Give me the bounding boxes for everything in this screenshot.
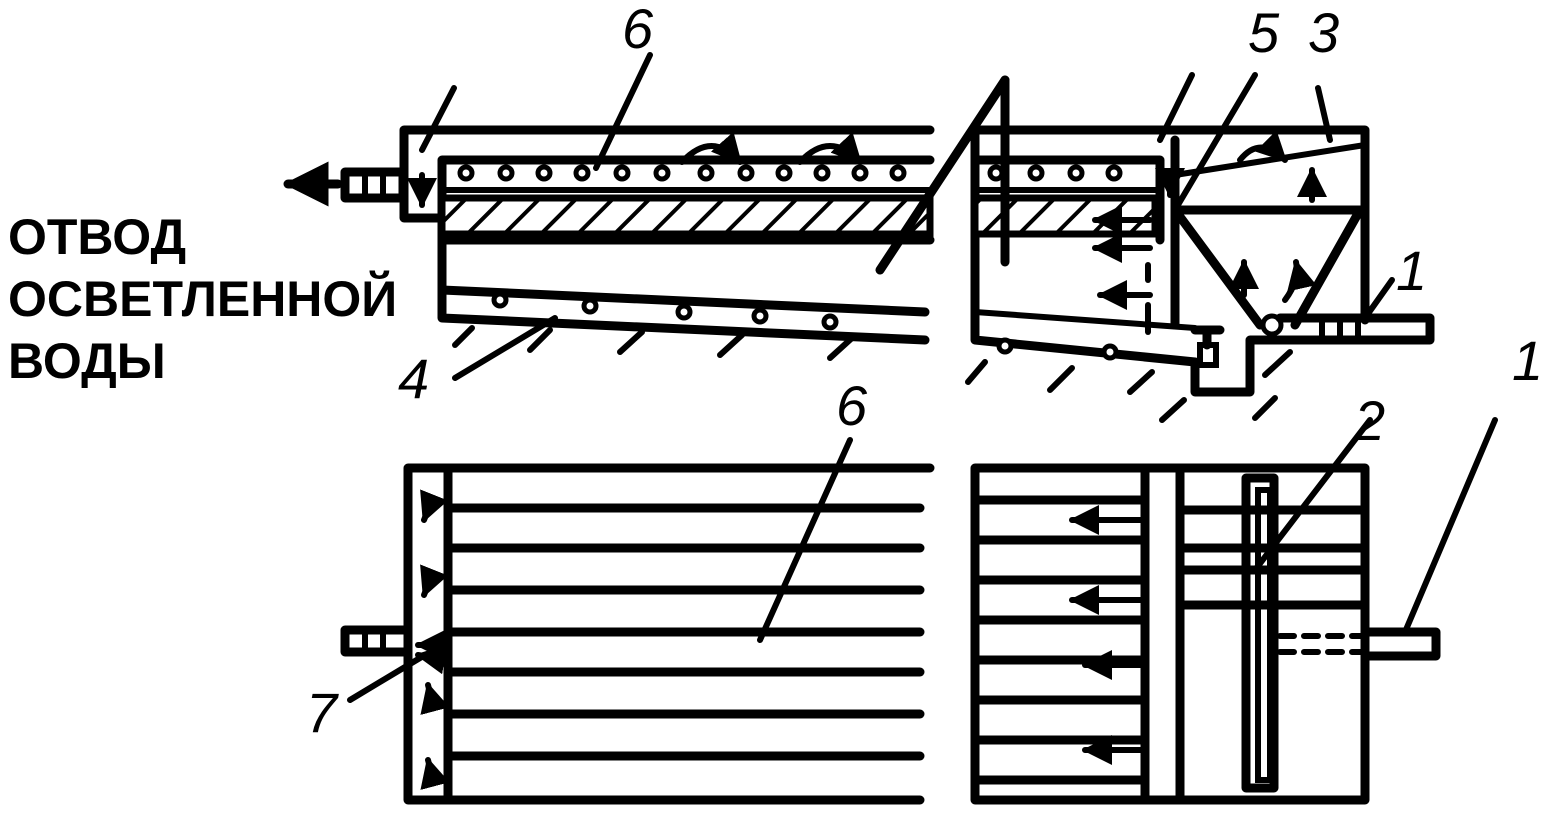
plan-right-frame: [970, 463, 1370, 805]
distribution-pipe: [1241, 473, 1279, 793]
sludge-pit: [1190, 335, 1285, 397]
ground-hatch-left: [452, 325, 855, 361]
sludge-collector-left: [437, 285, 930, 317]
label-1-bottom: 1: [1512, 329, 1543, 392]
ground-hatch-right: [965, 349, 1293, 423]
left-tank-wall: [399, 125, 935, 345]
label-5: 5: [1248, 1, 1280, 64]
inlet-pipe-top: [1260, 313, 1435, 345]
flocculation-chamber: [1170, 135, 1365, 330]
outlet-pipe: [283, 161, 408, 207]
sludge-pipes-left: [491, 291, 839, 331]
reference-numbers: 6 5 3 1 4 6 1 2 7: [306, 0, 1543, 744]
label-3: 3: [1308, 1, 1339, 64]
perforated-pipes-top-right: [987, 164, 1123, 182]
label-6-top: 6: [622, 0, 654, 60]
plan-outlet-pipe: [340, 625, 413, 657]
collector-arrows-left: [415, 489, 451, 790]
sludge-pipes-right: [996, 337, 1119, 361]
label-1-top: 1: [1396, 239, 1427, 302]
label-4: 4: [398, 347, 429, 410]
label-6-bottom: 6: [836, 374, 868, 437]
section-view: [283, 52, 1435, 423]
clarified-water-outlet-caption: ОТВОД ОСВЕТЛЕННОЙ ВОДЫ: [8, 209, 397, 389]
caption-line-3: ВОДЫ: [8, 333, 166, 389]
label-7: 7: [306, 681, 339, 744]
caption-line-2: ОСВЕТЛЕННОЙ: [8, 270, 397, 327]
thin-layer-module-left: [438, 194, 934, 238]
perforated-pipes-top-left: [457, 164, 907, 182]
plan-view: [340, 417, 1498, 805]
caption-line-1: ОТВОД: [8, 209, 186, 265]
thin-layer-plates-left: [443, 503, 925, 761]
inlet-pipe-plan: [1277, 627, 1441, 661]
thin-layer-plates-right: [970, 495, 1150, 785]
flow-arrows-right: [1069, 505, 1145, 765]
label-2: 2: [1353, 389, 1385, 452]
